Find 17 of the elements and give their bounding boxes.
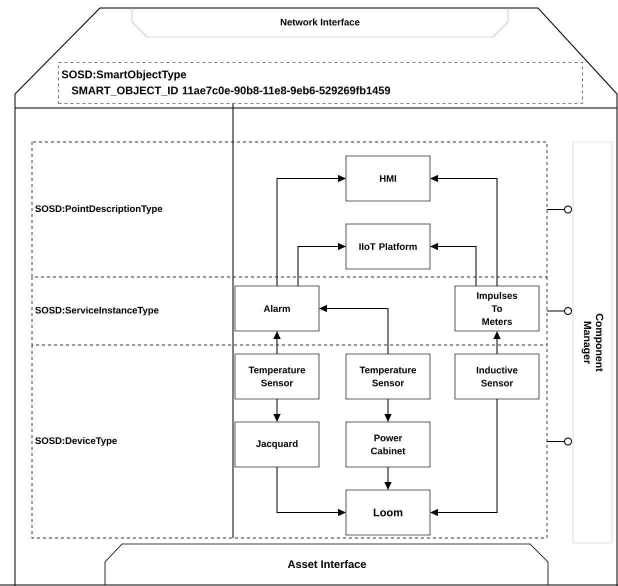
process-box: Loom bbox=[346, 490, 430, 536]
manager-box: Component Manager bbox=[572, 142, 612, 544]
process-box: IIoT Platform bbox=[346, 224, 430, 270]
process-box: Inductive Sensor bbox=[454, 354, 540, 400]
process-box: Temperature Sensor bbox=[346, 354, 430, 400]
interface-connector bbox=[546, 438, 572, 446]
process-box: Jacquard bbox=[234, 422, 320, 468]
process-box: HMI bbox=[346, 156, 430, 202]
process-box: Alarm bbox=[234, 286, 320, 332]
interface-band: Asset Interface bbox=[104, 544, 548, 586]
process-box: Power Cabinet bbox=[346, 422, 430, 468]
process-box: Impulses To Meters bbox=[454, 286, 540, 332]
process-box: Temperature Sensor bbox=[234, 354, 320, 400]
interface-band: Network Interface bbox=[132, 8, 508, 38]
interface-connector bbox=[546, 206, 572, 214]
interface-connector bbox=[546, 307, 572, 315]
object-box: SOSD:SmartObjectType SMART_OBJECT_ID 11ae7c0e-90b8-11e8-9eb6-529269fb1459 bbox=[58, 62, 583, 104]
